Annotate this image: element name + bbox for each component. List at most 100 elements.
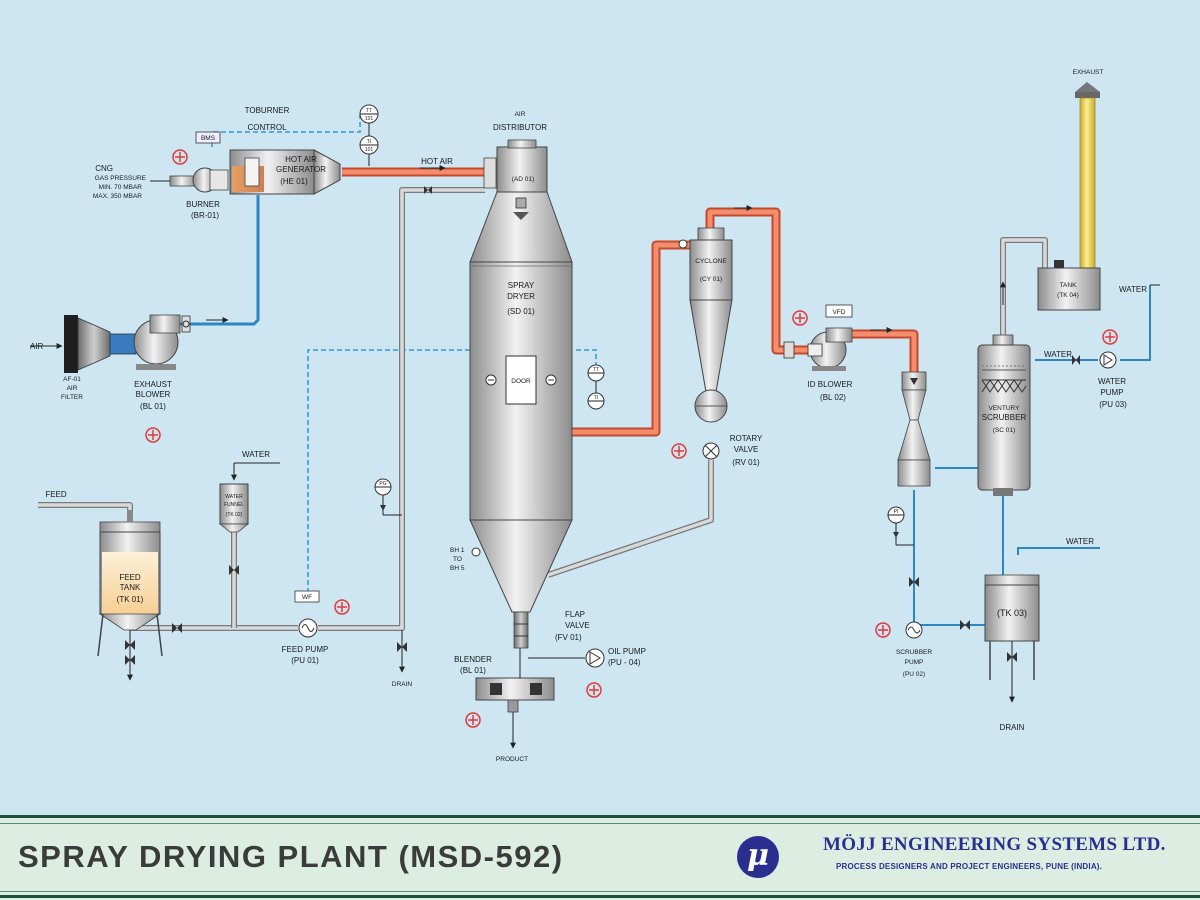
feed-pump-tag: (PU 01) [291,656,319,665]
feed-pump [172,590,320,638]
exhaust-blower [133,314,191,370]
venturi-scrubber [977,334,1031,496]
product-label: PRODUCT [496,756,528,763]
cng-label-2: GAS PRESSURE [95,175,147,182]
scrubber-pressure-gauge: PI [887,506,919,587]
air-label: AIR [30,342,44,351]
water-funnel [218,462,280,575]
burner-control-dashed-line [211,115,361,147]
tank-03-label: (TK 03) [997,608,1027,618]
dryer-temperature-instruments: TT TI [587,364,605,410]
title-block-bottom-rule [0,895,1200,898]
water-top-right-label: WATER [1119,285,1147,294]
flap-valve-label-2: VALVE [565,621,590,630]
motor-icon [1102,329,1118,345]
spray-dryer-tag: (SD 01) [507,307,535,316]
burner [169,167,229,193]
cyclone-label: CYCLONE [695,258,727,265]
rotary-valve-label-2: VALVE [734,445,759,454]
blender [475,648,555,749]
feed-tank-label-2: TANK [120,583,141,592]
water-and-air-pipes [30,115,597,595]
drain-left-label: DRAIN [392,681,413,688]
flap-valve-label-1: FLAP [565,610,585,619]
air-distributor-tag: (AD 01) [512,176,534,183]
id-blower-label: ID BLOWER [808,380,853,389]
feed-tank [97,510,163,681]
svg-text:TT: TT [366,108,372,114]
flap-valve-tag: (FV 01) [555,633,582,642]
burner-label: BURNER [186,200,220,209]
bh-label-1: BH 1 [450,547,465,554]
scrubber-pump-label-2: PUMP [905,659,924,666]
water-funnel-inlet-label: WATER [242,450,270,459]
hot-air-generator [229,149,341,195]
wf-label: WF [302,594,312,601]
drain-left [397,642,407,673]
air-filter-label-1: AF-01 [63,376,81,383]
motor-icon [792,310,808,326]
svg-text:PI: PI [894,509,899,515]
motor-icon [172,149,188,165]
feed-pump-label: FEED PUMP [282,645,329,654]
tank-04 [1037,260,1101,311]
air-filter-label-3: FILTER [61,394,83,401]
burner-tag: (BR-01) [191,211,219,220]
feed-line-label: FEED [45,490,67,499]
cng-label-3: MIN. 70 MBAR [99,184,143,191]
water-pump-label-2: PUMP [1100,388,1123,397]
bms-box [195,131,221,144]
scrubber-pump-tag: (PU 02) [903,671,925,678]
tank-04-label-1: TANK [1060,282,1078,289]
cng-label-1: CNG [95,164,113,173]
drain-right-label: DRAIN [1000,723,1025,732]
bh-label-3: BH 5 [450,565,465,572]
scrubber-pump [905,621,923,639]
motor-icon [145,427,161,443]
water-funnel-label-2: FUNNEL [224,502,244,508]
blender-tag: (BL 01) [460,666,486,675]
water-pump-label-1: WATER [1098,377,1126,386]
oil-pump [528,648,605,668]
rotary-valve-label-1: ROTARY [730,434,763,443]
air-distributor-label-2: DISTRIBUTOR [493,123,547,132]
blender-label: BLENDER [454,655,492,664]
venturi-scrubber-label-2: SCRUBBER [982,413,1027,422]
hag-tag: (HE 01) [280,177,308,186]
door-label: DOOR [511,378,531,385]
bms-label: BMS [201,135,216,142]
dryer-to-feed-pump-dashed-line [307,349,470,595]
svg-text:TI: TI [594,395,598,401]
company-name: MÖJJ ENGINEERING SYSTEMS LTD. [823,834,1166,855]
exhaust-blower-label-1: EXHAUST [134,380,172,389]
water-pump [1072,284,1160,369]
company-tagline: PROCESS DESIGNERS AND PROJECT ENGINEERS,… [836,862,1103,871]
water-pump-line-label: WATER [1044,350,1072,359]
scrubber-water-piping [913,237,1151,626]
water-funnel-tag: (TK 02) [226,512,243,518]
spray-dryer [469,139,573,649]
spray-drying-plant-diagram: AIR AF-01 AIR FILTER EXHAUST BLOWER (BL … [30,69,1160,763]
tank-03 [960,574,1040,703]
svg-text:PG: PG [379,481,386,487]
title-block-inner-rule [0,823,1200,824]
hag-label-2: GENERATOR [276,165,326,174]
feed-inlet-valve [424,186,432,194]
spray-dryer-label-1: SPRAY [508,281,535,290]
svg-text:101: 101 [365,147,374,153]
cng-label-4: MAX. 350 MBAR [93,193,142,200]
vfd-label: VFD [833,309,846,316]
motor-icon [334,599,350,615]
temperature-indicator-instrument: TI 101 [359,123,379,166]
id-blower [783,304,853,371]
temperature-transmitter-instrument: TT 101 [359,104,379,124]
venturi-scrubber-tag: (SC 01) [993,427,1015,434]
feed-tank-label-1: FEED [119,573,141,582]
water-tk03-label: WATER [1066,537,1094,546]
venturi [897,371,931,487]
air-filter-label-2: AIR [67,385,78,392]
title-block: SPRAY DRYING PLANT (MSD-592) μ MÖJJ ENGI… [0,815,1200,900]
to-burner-control-label-1: TOBURNER [245,106,290,115]
exhaust-label: EXHAUST [1073,69,1104,76]
water-pump-tag: (PU 03) [1099,400,1127,409]
